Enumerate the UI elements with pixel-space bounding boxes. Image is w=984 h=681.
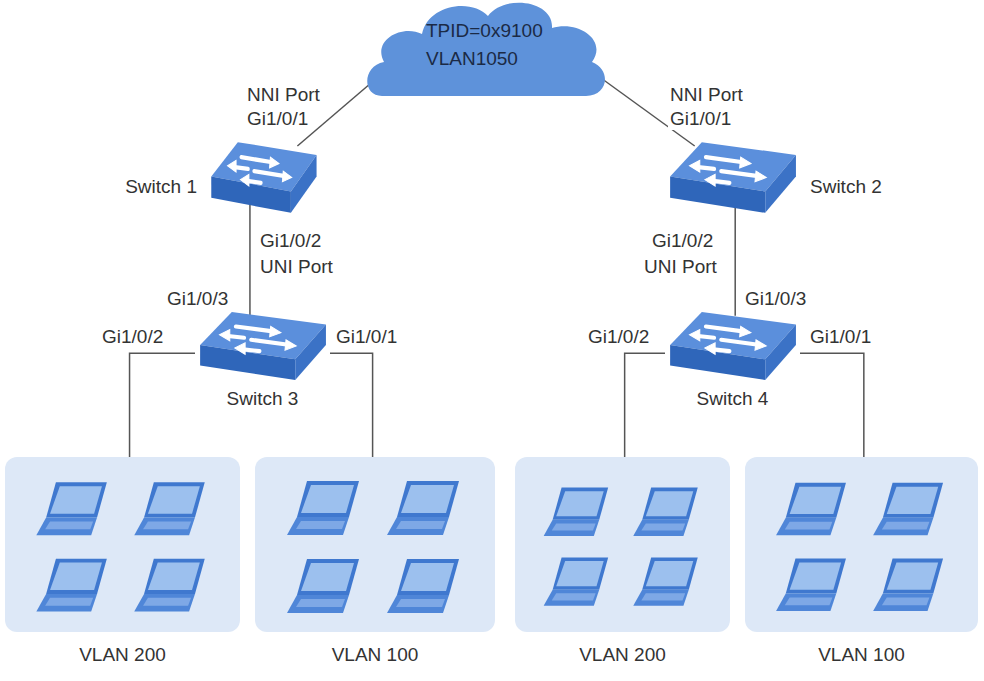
switch-name: Switch 2 bbox=[810, 176, 882, 198]
laptop-icon bbox=[873, 483, 943, 535]
switch-icon: Switch 3 bbox=[195, 310, 330, 382]
port-label: Gi1/0/3 bbox=[165, 288, 230, 310]
switch-shape bbox=[665, 310, 800, 382]
switch-shape bbox=[207, 140, 320, 215]
network-link bbox=[800, 353, 864, 457]
vlan-group: VLAN 200 bbox=[515, 457, 730, 632]
port-label: Gi1/0/2 bbox=[100, 326, 165, 348]
port-label: Gi1/0/1 bbox=[808, 326, 873, 348]
switch-icon: Switch 4 bbox=[665, 310, 800, 382]
port-label: Gi1/0/3 bbox=[743, 288, 808, 310]
laptop-icon bbox=[544, 488, 609, 536]
port-label: NNI Port bbox=[245, 84, 322, 106]
laptop-icon bbox=[36, 559, 107, 612]
port-label: UNI Port bbox=[642, 256, 719, 278]
switch-name: Switch 4 bbox=[697, 388, 769, 410]
cloud-network: TPID=0x9100VLAN1050 bbox=[362, 0, 610, 100]
laptop-icon bbox=[633, 557, 698, 605]
laptop-icon bbox=[633, 488, 698, 536]
port-label: Gi1/0/2 bbox=[650, 230, 715, 252]
laptop-icon bbox=[387, 559, 459, 613]
switch-shape bbox=[665, 140, 800, 215]
vlan-name: VLAN 100 bbox=[332, 644, 419, 666]
vlan-group: VLAN 100 bbox=[745, 457, 978, 632]
cloud-text: VLAN1050 bbox=[426, 48, 518, 70]
network-link bbox=[625, 353, 665, 457]
vlan-name: VLAN 200 bbox=[79, 644, 166, 666]
port-label: Gi1/0/2 bbox=[258, 230, 323, 252]
laptop-icon bbox=[776, 483, 846, 535]
laptop-icon bbox=[544, 557, 609, 605]
laptop-group bbox=[5, 457, 240, 632]
network-link bbox=[130, 353, 195, 457]
switch-icon: Switch 2 bbox=[665, 140, 800, 215]
laptop-icon bbox=[873, 559, 943, 611]
laptop-group bbox=[255, 457, 495, 632]
laptop-icon bbox=[287, 559, 359, 613]
network-link bbox=[249, 204, 251, 316]
laptop-icon bbox=[387, 481, 459, 535]
laptop-icon bbox=[134, 559, 205, 612]
port-label: Gi1/0/1 bbox=[245, 108, 310, 130]
port-label: NNI Port bbox=[668, 84, 745, 106]
laptop-icon bbox=[36, 482, 107, 535]
laptop-icon bbox=[776, 559, 846, 611]
network-link bbox=[330, 353, 373, 457]
laptop-icon bbox=[287, 481, 359, 535]
port-label: Gi1/0/1 bbox=[668, 108, 733, 130]
laptop-icon bbox=[134, 482, 205, 535]
switch-name: Switch 3 bbox=[227, 388, 299, 410]
vlan-name: VLAN 100 bbox=[818, 644, 905, 666]
vlan-group: VLAN 100 bbox=[255, 457, 495, 632]
switch-shape bbox=[195, 310, 330, 382]
vlan-name: VLAN 200 bbox=[579, 644, 666, 666]
cloud-text: TPID=0x9100 bbox=[426, 20, 543, 42]
vlan-group: VLAN 200 bbox=[5, 457, 240, 632]
network-link bbox=[734, 204, 736, 316]
switch-name: Switch 1 bbox=[125, 176, 197, 198]
laptop-group bbox=[515, 457, 730, 632]
laptop-group bbox=[745, 457, 978, 632]
switch-icon: Switch 1 bbox=[207, 140, 320, 215]
port-label: Gi1/0/1 bbox=[334, 326, 399, 348]
port-label: Gi1/0/2 bbox=[586, 326, 651, 348]
port-label: UNI Port bbox=[258, 256, 335, 278]
